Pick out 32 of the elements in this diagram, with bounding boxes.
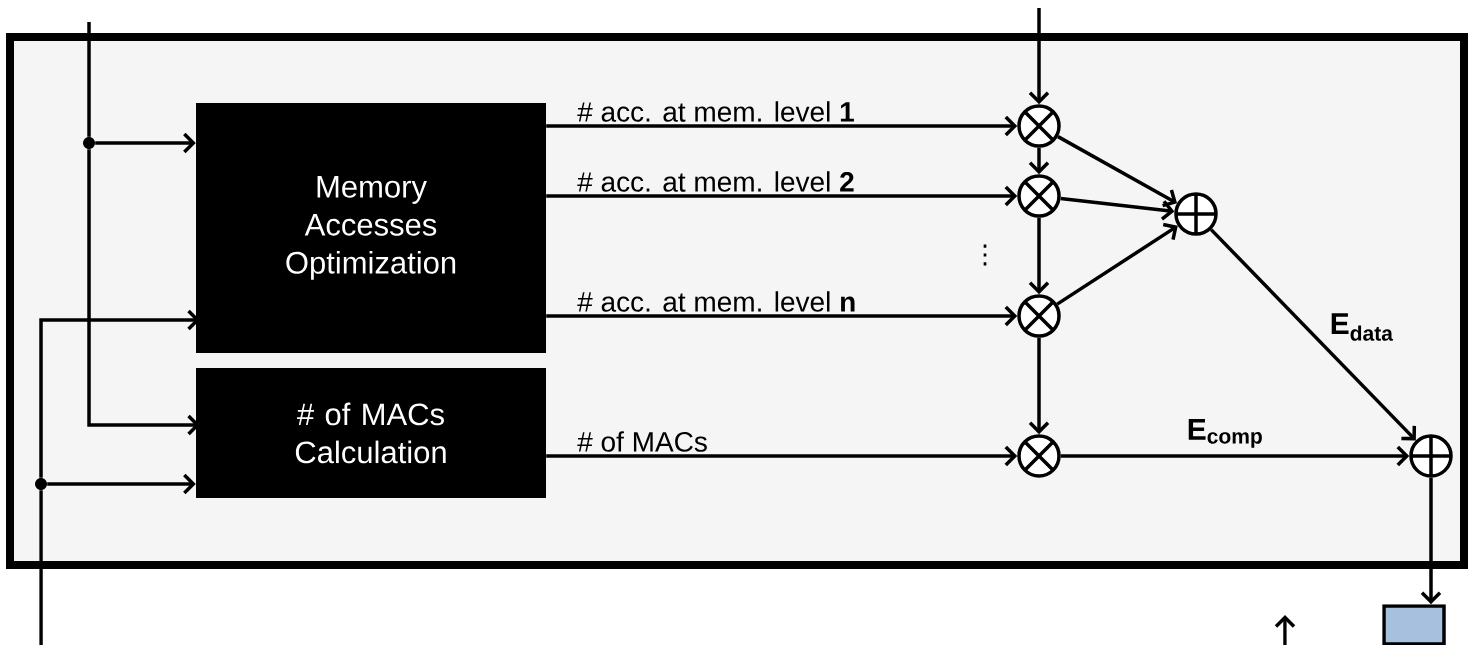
process-box: # of MACs Calculation [196, 368, 546, 498]
edge-label: E$_{data}$ [1331, 313, 1393, 341]
arrow [1028, 8, 1050, 105]
edge-label: E$_{comp}$ [1188, 419, 1262, 448]
edge-label: # acc. at mem. level 1 [577, 101, 854, 122]
arrow [546, 185, 1018, 207]
arrow [1060, 196, 1175, 221]
arrow [1028, 217, 1050, 295]
edge-label: # of MACs [577, 431, 707, 452]
arrow [1028, 147, 1050, 175]
multiplier-symbol [1017, 294, 1061, 338]
arrow [1060, 445, 1410, 467]
arrow [95, 132, 196, 154]
arrow [546, 445, 1018, 467]
ellipsis-mark: ⋮ [983, 244, 987, 266]
edge-label: # acc. at mem. level n [577, 291, 855, 312]
multiplier-symbol [1017, 104, 1061, 148]
multiplier-symbol [1017, 434, 1061, 478]
arrow [1420, 477, 1442, 605]
edge-label: # acc. at mem. level 2 [577, 171, 854, 192]
arrow [1209, 228, 1417, 441]
multiplier-symbol [1017, 174, 1061, 218]
adder-symbol [1174, 192, 1218, 236]
arrow [1028, 337, 1050, 435]
arrow [1056, 222, 1178, 306]
process-box: Memory Accesses Optimization [196, 103, 546, 353]
output-box [1382, 604, 1446, 645]
arrow [1057, 135, 1178, 208]
arrow [546, 305, 1018, 327]
arrow [47, 473, 196, 495]
adder-symbol [1409, 434, 1453, 478]
arrow [546, 115, 1018, 137]
